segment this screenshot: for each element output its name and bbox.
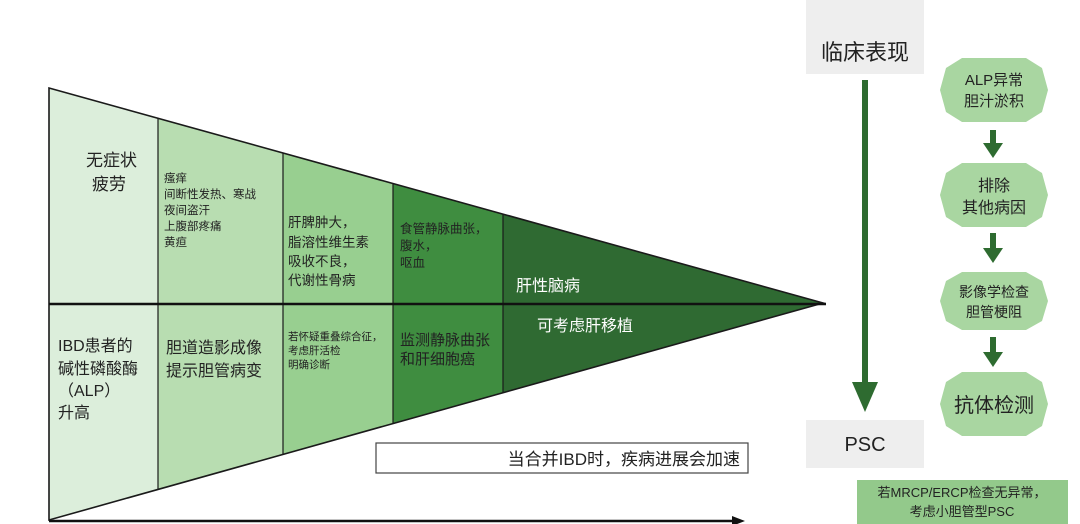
svg-text:明确诊断: 明确诊断 [288,358,330,371]
svg-text:上腹部疼痛: 上腹部疼痛 [164,219,222,233]
svg-text:夜间盗汗: 夜间盗汗 [164,203,210,217]
svg-text:代谢性骨病: 代谢性骨病 [288,273,356,288]
bottom-stage-4-text: 监测静脉曲张 和肝细胞癌 [400,332,490,368]
svg-text:吸收不良，: 吸收不良， [288,254,356,269]
clinical-label: 临床表现 [821,40,909,65]
top-stage-5-text: 肝性脑病 [516,277,580,295]
step-1-oval [940,58,1048,122]
arrow-down-icon [983,248,1003,263]
arrow-down-icon [852,382,878,412]
step-arrow-1 [983,130,1003,158]
svg-text:无症状: 无症状 [86,151,137,170]
step-arrow-3 [983,337,1003,367]
progress-note-box: 当合并IBD时，疾病进展会加速 [375,442,749,474]
svg-text:ALP异常: ALP异常 [965,72,1023,89]
svg-text:IBD患者的: IBD患者的 [58,337,133,355]
arrowhead-icon [732,516,745,524]
svg-text:瘙痒: 瘙痒 [164,171,187,185]
small-duct-psc-note: 若MRCP/ERCP检查无异常， 考虑小胆管型PSC [857,480,1068,524]
svg-text:其他病因: 其他病因 [962,199,1026,217]
psc-label: PSC [844,434,885,456]
bottom-stage-3-text: 若怀疑重叠综合征， 考虑肝活检 明确诊断 [288,330,383,371]
svg-text:考虑小胆管型PSC: 考虑小胆管型PSC [910,504,1015,519]
progression-triangle: 无症状 疲劳 瘙痒 间断性发热、寒战 夜间盗汗 上腹部疼痛 黄疸 肝脾肿大， 脂… [48,86,826,522]
svg-text:间断性发热、寒战: 间断性发热、寒战 [164,187,256,201]
svg-text:和肝细胞癌: 和肝细胞癌 [400,351,475,368]
bottom-stage-2-text: 胆道造影成像 提示胆管病变 [166,339,262,380]
svg-text:腹水，: 腹水， [400,239,438,253]
top-stage-2-text: 瘙痒 间断性发热、寒战 夜间盗汗 上腹部疼痛 黄疸 [164,171,256,249]
svg-text:胆道造影成像: 胆道造影成像 [166,339,262,357]
svg-text:黄疸: 黄疸 [164,235,187,249]
svg-text:若怀疑重叠综合征，: 若怀疑重叠综合征， [288,330,383,343]
svg-text:呕血: 呕血 [400,256,425,270]
down-arrow-main [852,80,878,412]
step-arrow-2 [983,233,1003,263]
time-axis-arrow [49,516,745,524]
step-2-oval [940,163,1048,227]
svg-text:升高: 升高 [58,404,90,422]
svg-text:肝性脑病: 肝性脑病 [516,277,580,295]
top-stage-1-text: 无症状 疲劳 [86,151,137,194]
psc-box: PSC [806,420,924,468]
svg-text:疲劳: 疲劳 [92,175,126,194]
svg-text:提示胆管病变: 提示胆管病变 [166,362,262,380]
svg-text:排除: 排除 [978,177,1010,195]
svg-text:可考虑肝移植: 可考虑肝移植 [537,317,633,335]
arrow-down-icon [983,352,1003,367]
svg-text:若MRCP/ERCP检查无异常，: 若MRCP/ERCP检查无异常， [877,485,1046,500]
svg-text:脂溶性维生素: 脂溶性维生素 [288,235,369,250]
bottom-stage-5-text: 可考虑肝移植 [537,317,633,335]
arrow-down-icon [983,143,1003,158]
progress-note-text: 当合并IBD时，疾病进展会加速 [508,450,740,469]
svg-text:碱性磷酸酶: 碱性磷酸酶 [58,360,138,378]
diagnostic-steps: ALP异常 胆汁淤积 排除 其他病因 影像学检查 胆管梗阻 抗体检测 [940,58,1048,436]
svg-text:影像学检查: 影像学检查 [959,284,1029,300]
svg-text:监测静脉曲张: 监测静脉曲张 [400,332,490,349]
step-3-oval [940,272,1048,330]
step-4-oval [940,372,1048,436]
top-stage-4-text: 食管静脉曲张， 腹水， 呕血 [400,221,488,270]
svg-text:考虑肝活检: 考虑肝活检 [288,344,341,357]
top-stage-3-text: 肝脾肿大， 脂溶性维生素 吸收不良， 代谢性骨病 [288,215,369,288]
bottom-stage-1-text: IBD患者的 碱性磷酸酶 （ALP） 升高 [58,337,138,422]
clinical-manifestation-box: 临床表现 [806,0,924,74]
svg-text:胆管梗阻: 胆管梗阻 [966,304,1022,320]
svg-text:食管静脉曲张，: 食管静脉曲张， [400,221,488,236]
svg-text:胆汁淤积: 胆汁淤积 [964,93,1024,110]
svg-text:（ALP）: （ALP） [58,382,120,400]
svg-text:肝脾肿大，: 肝脾肿大， [288,215,356,230]
svg-text:抗体检测: 抗体检测 [954,394,1034,417]
